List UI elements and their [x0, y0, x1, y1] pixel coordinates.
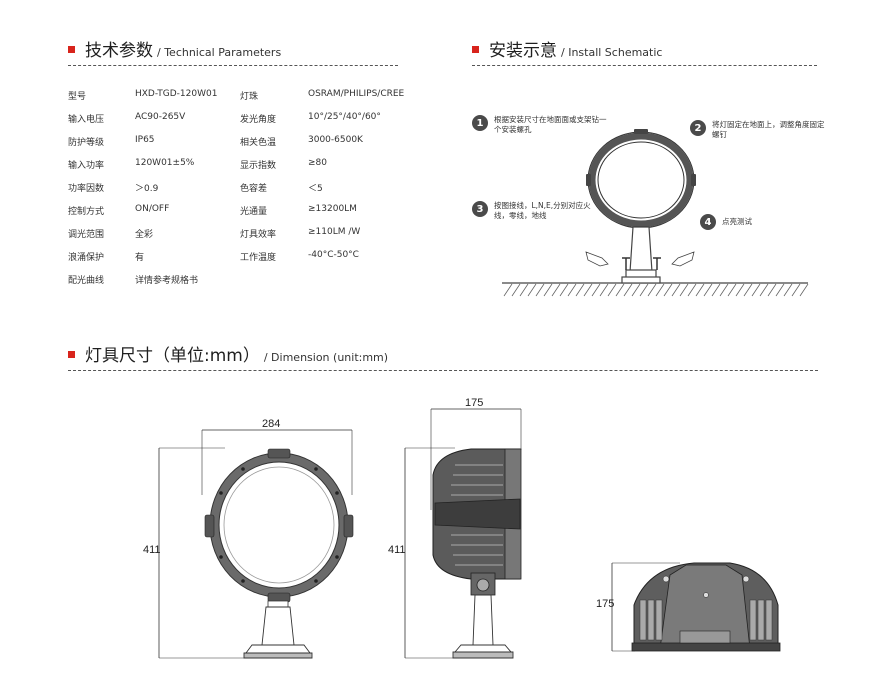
- spec-label: 输入电压: [68, 115, 105, 125]
- spec-value: 详情参考规格书: [135, 276, 199, 286]
- install-step-4: 4 点亮测试: [700, 214, 782, 230]
- step-number-badge: 2: [690, 120, 706, 136]
- spec-value: 120W01±5%: [135, 158, 195, 168]
- install-section-header: 安装示意 / Install Schematic: [472, 36, 662, 61]
- spec-value: -40°C-50°C: [308, 250, 359, 260]
- side-height-dimension: 411: [388, 544, 406, 556]
- spec-label: 配光曲线: [68, 276, 105, 286]
- spec-label: 光通量: [240, 207, 268, 217]
- spec-label: 显示指数: [240, 161, 277, 171]
- tech-title-en: / Technical Parameters: [157, 46, 282, 59]
- install-schematic-illustration: [502, 129, 809, 297]
- spec-value: AC90-265V: [135, 112, 186, 122]
- pointing-hand-icon: [585, 251, 695, 267]
- dimension-title-en: / Dimension (unit:mm): [263, 351, 389, 364]
- install-step-2: 2 将灯固定在地面上，调整角度固定螺钉: [690, 120, 827, 140]
- spec-value: OSRAM/PHILIPS/CREE: [308, 89, 405, 99]
- step-number-badge: 1: [472, 115, 488, 131]
- spec-label: 功率因数: [68, 184, 105, 194]
- spec-label: 调光范围: [68, 230, 105, 240]
- spec-label: 防护等级: [68, 138, 105, 148]
- red-square-icon: [68, 351, 75, 358]
- spec-label: 色容差: [240, 184, 268, 194]
- install-divider: [472, 65, 817, 66]
- step-number-badge: 3: [472, 201, 488, 217]
- step-number-badge: 4: [700, 214, 716, 230]
- spec-label: 灯珠: [240, 92, 259, 102]
- front-height-dimension: 411: [143, 544, 161, 556]
- spec-label: 发光角度: [240, 115, 277, 125]
- spec-value: ≥110LM /W: [308, 227, 361, 237]
- step-text: 根据安装尺寸在地面面或支架钻一个安装螺孔: [494, 115, 607, 134]
- install-step-1: 1 根据安装尺寸在地面面或支架钻一个安装螺孔: [472, 115, 609, 135]
- spec-label: 型号: [68, 92, 87, 102]
- spec-value: ＞0.9: [135, 184, 159, 194]
- front-view-drawing: [158, 429, 354, 659]
- spec-label: 灯具效率: [240, 230, 277, 240]
- spec-value: ≥13200LM: [308, 204, 357, 214]
- spec-label: 相关色温: [240, 138, 277, 148]
- step-text: 将灯固定在地面上，调整角度固定螺钉: [712, 120, 825, 139]
- red-square-icon: [472, 46, 479, 53]
- spec-label: 输入功率: [68, 161, 105, 171]
- red-square-icon: [68, 46, 75, 53]
- side-view-drawing: [404, 408, 522, 659]
- spec-label: 控制方式: [68, 207, 105, 217]
- spec-value: 3000-6500K: [308, 135, 363, 145]
- front-width-dimension: 284: [262, 418, 281, 430]
- side-width-dimension: 175: [465, 397, 484, 409]
- spec-label: 工作温度: [240, 253, 277, 263]
- spec-value: IP65: [135, 135, 155, 145]
- top-view-drawing: [611, 562, 781, 652]
- step-text: 点亮测试: [722, 217, 752, 226]
- spec-label: 浪涌保护: [68, 253, 105, 263]
- dimension-section-header: 灯具尺寸（单位:mm） / Dimension (unit:mm): [68, 341, 388, 366]
- dimension-title-zh: 灯具尺寸（单位:mm）: [85, 346, 260, 366]
- tech-divider: [68, 65, 398, 66]
- spec-value: 有: [135, 253, 145, 263]
- tech-title-zh: 技术参数: [85, 41, 153, 61]
- spec-value: ＜5: [308, 184, 323, 194]
- spec-value: ON/OFF: [135, 204, 170, 214]
- dimension-divider: [68, 370, 818, 371]
- spec-value: HXD-TGD-120W01: [135, 89, 218, 99]
- top-height-dimension: 175: [596, 598, 615, 610]
- step-text: 按图接线，L,N,E,分别对应火线，零线，地线: [494, 201, 591, 220]
- install-step-3: 3 按图接线，L,N,E,分别对应火线，零线，地线: [472, 201, 594, 221]
- spec-value: ≥80: [308, 158, 327, 168]
- install-title-en: / Install Schematic: [561, 46, 663, 59]
- spec-value: 全彩: [135, 230, 154, 240]
- tech-section-header: 技术参数 / Technical Parameters: [68, 36, 281, 61]
- spec-value: 10°/25°/40°/60°: [308, 112, 381, 122]
- install-title-zh: 安装示意: [489, 41, 557, 61]
